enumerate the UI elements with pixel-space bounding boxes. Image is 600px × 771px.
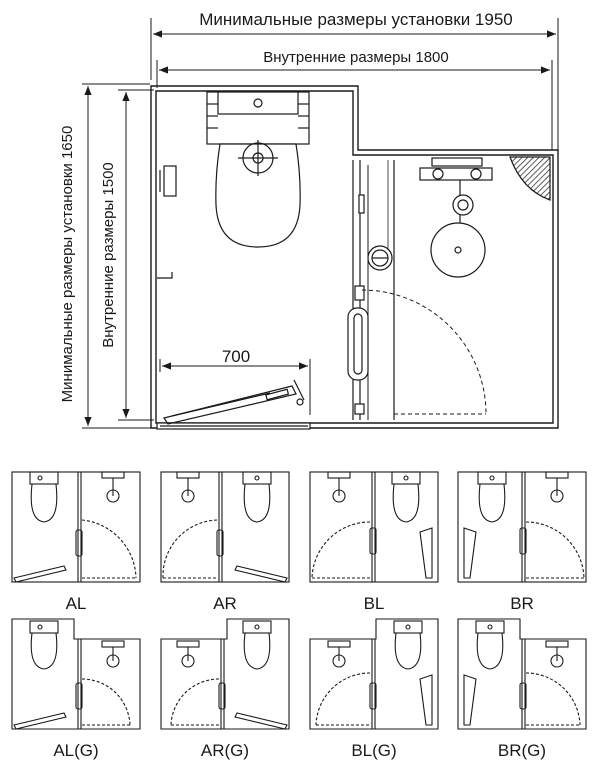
variant-al-g: AL(G) <box>10 617 142 760</box>
paper-holder-icon <box>159 165 177 197</box>
variant-ar-plan <box>160 471 290 583</box>
dimension-inner-width <box>156 60 553 150</box>
door-width-label: 700 <box>222 347 250 366</box>
variant-bl-g: BL(G) <box>308 617 440 760</box>
variant-br-g-plan <box>457 618 587 730</box>
variant-ar-g-plan <box>160 618 290 730</box>
shower-icon <box>419 157 493 278</box>
drain-icon <box>367 245 393 271</box>
hook-icon <box>157 272 173 279</box>
variant-br-g: BR(G) <box>456 617 588 760</box>
variant-al-plan <box>11 471 141 583</box>
variant-al: AL <box>10 470 142 613</box>
variant-br: BR <box>456 470 588 613</box>
door-swing-arc <box>361 289 487 415</box>
dimension-min-width <box>150 18 559 152</box>
toilet-icon <box>206 91 310 248</box>
variant-al-label: AL <box>65 594 87 613</box>
variant-ar: AR <box>159 470 291 613</box>
variant-bl: BL <box>308 470 440 613</box>
corner-shelf-icon <box>509 156 551 201</box>
inner-depth-label: Внутренние размеры 1500 <box>100 162 117 348</box>
door-dimension <box>159 359 311 415</box>
door-handle-icon <box>347 194 369 415</box>
variant-bl-g-plan <box>309 618 439 730</box>
variant-br-label: BR <box>510 594 534 613</box>
variant-br-g-label: BR(G) <box>497 741 547 760</box>
dimension-min-depth <box>82 83 158 429</box>
variant-bl-g-label: BL(G) <box>351 741 397 760</box>
main-floor-plan: Минимальные размеры установки 1950 Внутр… <box>59 10 559 430</box>
variant-al-g-plan <box>11 618 141 730</box>
variant-br-plan <box>457 471 587 583</box>
variant-ar-label: AR <box>213 594 237 613</box>
inner-width-label: Внутренние размеры 1800 <box>263 49 449 66</box>
variant-ar-g-label: AR(G) <box>200 741 250 760</box>
min-install-width-label: Минимальные размеры установки 1950 <box>199 10 513 29</box>
cabin-walls <box>150 85 559 429</box>
variant-bl-plan <box>309 471 439 583</box>
dimension-inner-depth <box>118 89 154 421</box>
variant-bl-label: BL <box>363 594 385 613</box>
variant-ar-g: AR(G) <box>159 617 291 760</box>
min-install-depth-label: Минимальные размеры установки 1650 <box>59 126 76 403</box>
folding-door-icon <box>156 379 311 430</box>
variant-al-g-label: AL(G) <box>53 741 99 760</box>
